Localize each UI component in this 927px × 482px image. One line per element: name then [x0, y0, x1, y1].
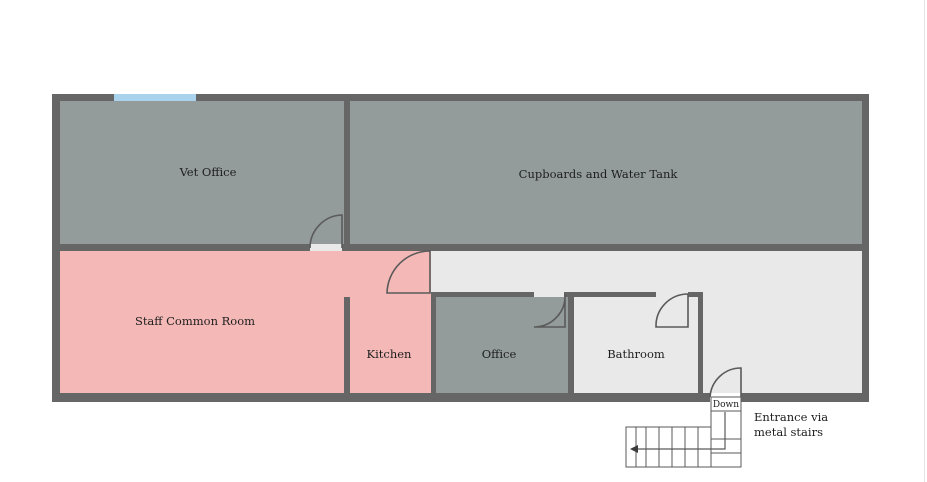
window [114, 94, 196, 101]
entrance-note-line2: metal stairs [754, 425, 823, 439]
room-vet-office[interactable] [60, 101, 344, 244]
room-staff-common-room[interactable] [60, 251, 344, 393]
door-vet-office[interactable] [309, 214, 343, 249]
label-office: Office [482, 347, 517, 361]
door-bathroom[interactable] [655, 293, 689, 328]
door-opening-vet-office [310, 244, 342, 251]
label-cupboards-water-tank: Cupboards and Water Tank [519, 167, 679, 181]
room-office[interactable] [436, 297, 568, 393]
label-vet-office: Vet Office [179, 165, 237, 179]
entrance-note-line1: Entrance via [754, 410, 828, 424]
arrow-head-icon [630, 445, 638, 453]
page-edge-line [924, 0, 925, 482]
stairs-down-label: Down [713, 400, 739, 410]
door-kitchen-hall[interactable] [386, 250, 431, 294]
room-cupboards-water-tank[interactable] [350, 101, 862, 244]
door-opening-bathroom [656, 292, 688, 297]
door-office[interactable] [533, 293, 566, 328]
room-bathroom[interactable] [574, 297, 698, 393]
door-entrance[interactable] [709, 367, 742, 398]
label-bathroom: Bathroom [607, 347, 665, 361]
label-staff-common-room: Staff Common Room [135, 314, 255, 328]
room-kitchen[interactable] [350, 297, 431, 393]
door-opening-office [534, 292, 564, 297]
label-kitchen: Kitchen [367, 347, 413, 361]
metal-stairs[interactable]: Down [625, 396, 742, 468]
stair-direction-arrow [632, 412, 726, 450]
